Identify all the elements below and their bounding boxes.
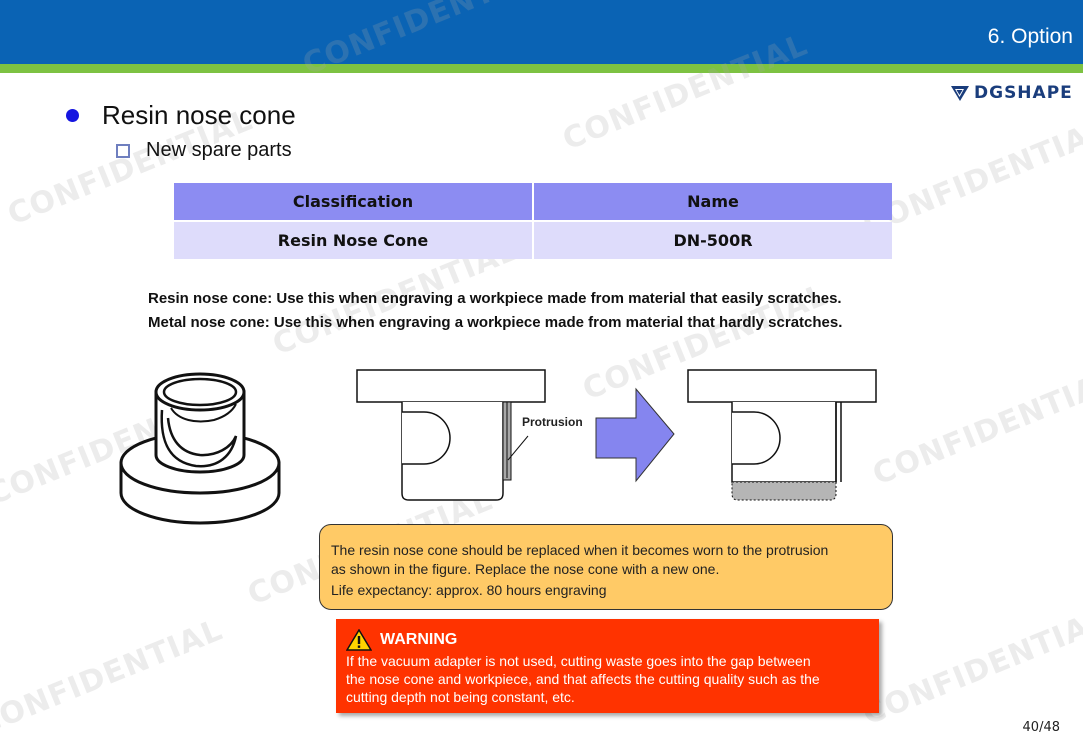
brand-mark-icon (951, 86, 969, 101)
cross-section-new (687, 369, 877, 501)
description-resin: Resin nose cone: Use this when engraving… (148, 290, 842, 307)
nose-cone-illustration (119, 372, 281, 525)
table-cell-classification: Resin Nose Cone (174, 222, 532, 259)
parts-table: Classification Name Resin Nose Cone DN-5… (172, 181, 894, 261)
description: Resin nose cone: Use this when engraving… (148, 287, 842, 334)
table-row: Resin Nose Cone DN-500R (174, 222, 892, 259)
table-cell-name: DN-500R (534, 222, 892, 259)
warning-line: the nose cone and workpiece, and that af… (346, 671, 820, 687)
bullet-heading-text: Resin nose cone (102, 100, 296, 130)
bullet-dot-icon (66, 109, 79, 122)
life-expectancy: Life expectancy: approx. 80 hours engrav… (331, 582, 607, 598)
warning-triangle-icon (346, 629, 372, 651)
note-line: The resin nose cone should be replaced w… (331, 542, 829, 558)
page-number: 40/48 (1022, 720, 1060, 735)
warning-line: cutting depth not being constant, etc. (346, 689, 575, 705)
description-metal: Metal nose cone: Use this when engraving… (148, 313, 843, 331)
sub-bullet: New spare parts (116, 139, 292, 162)
protrusion-label: Protrusion (522, 415, 583, 429)
table-header-row: Classification Name (174, 183, 892, 220)
table-header-classification: Classification (174, 183, 532, 220)
warning-title: WARNING (380, 631, 458, 648)
replacement-note: The resin nose cone should be replaced w… (319, 524, 893, 610)
warning-box: WARNING If the vacuum adapter is not use… (336, 619, 879, 713)
sub-bullet-text: New spare parts (146, 139, 292, 161)
brand-name: DGSHAPE (974, 83, 1073, 103)
warning-text: If the vacuum adapter is not used, cutti… (346, 652, 869, 706)
warning-line: If the vacuum adapter is not used, cutti… (346, 653, 811, 669)
arrow-right-icon (595, 387, 675, 483)
warning-header: WARNING (346, 629, 869, 651)
header-bar (0, 0, 1083, 64)
table-header-name: Name (534, 183, 892, 220)
header-stripe (0, 64, 1083, 73)
note-line: as shown in the figure. Replace the nose… (331, 561, 720, 577)
brand-logo: DGSHAPE (950, 83, 1073, 103)
section-title: 6. Option (987, 25, 1073, 48)
square-bullet-icon (116, 143, 130, 158)
cross-section-worn (356, 369, 546, 501)
bullet-heading: Resin nose cone (66, 100, 296, 131)
